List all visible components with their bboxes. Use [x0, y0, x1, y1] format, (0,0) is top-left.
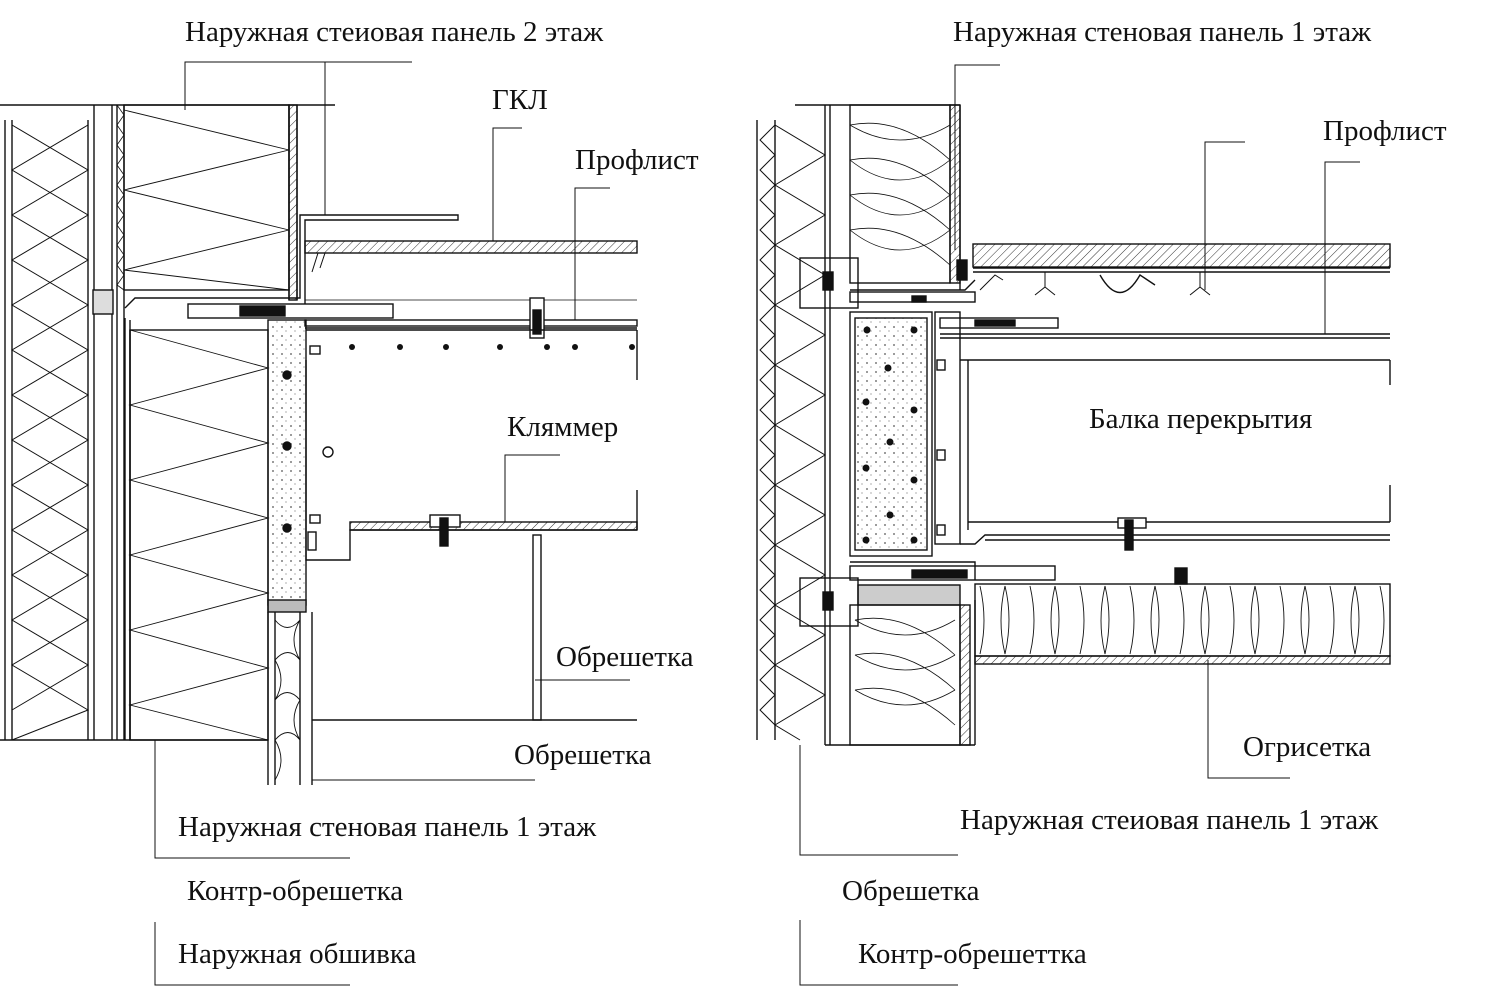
- left-profile-sheet: [304, 297, 638, 339]
- right-panel-lower: [825, 600, 976, 746]
- right-lower-flashing: [799, 561, 1188, 627]
- right-detail: [756, 64, 1391, 986]
- label-right-top-panel-1: Наружная стеновая панель 1 этаж: [953, 16, 1372, 48]
- label-left-proflist: Профлист: [575, 144, 699, 176]
- right-insulation: [974, 583, 1391, 665]
- right-leaders: [799, 64, 1360, 986]
- left-floor-beam: [267, 319, 638, 613]
- label-right-obreshetka: Обрешетка: [842, 875, 980, 907]
- label-right-bottom-panel-1: Наружная стеиовая панель 1 этаж: [960, 804, 1379, 836]
- left-counter-batten: [92, 104, 125, 740]
- right-beam-section: [849, 279, 976, 557]
- label-left-bottom-panel-1: Наружная стеновая панель 1 этаж: [178, 811, 597, 843]
- label-left-gkl: ГКЛ: [492, 84, 548, 116]
- left-battens: [267, 534, 637, 785]
- label-left-kontr-obreshetka: Контр-обрешетка: [187, 875, 404, 907]
- label-left-naruzhnaya-obshivka: Наружная обшивка: [178, 938, 417, 970]
- label-right-proflist: Профлист: [1323, 115, 1447, 147]
- left-panel-floor1: [0, 329, 270, 741]
- right-floor-deck: [972, 243, 1391, 296]
- label-right-ogrisetka: Огрисетка: [1243, 731, 1372, 763]
- left-clip: [429, 514, 461, 547]
- right-outer-cladding: [756, 105, 831, 745]
- label-left-klyammer: Кляммер: [507, 411, 619, 443]
- left-outer-cladding: [4, 120, 90, 741]
- left-gkl-board: [304, 240, 638, 254]
- label-left-obreshetka-2: Обрешетка: [514, 739, 652, 771]
- label-right-beam: Балка перекрытия: [1089, 403, 1313, 435]
- right-profile-beam: [939, 317, 1391, 551]
- left-leaders: [154, 61, 630, 986]
- label-left-top-panel-2: Наружная стеиовая панель 2 этаж: [185, 16, 604, 48]
- left-detail: [0, 61, 638, 986]
- left-panel-floor2: [123, 104, 298, 301]
- label-right-kontr-obreshettka: Контр-обрешеттка: [858, 938, 1087, 970]
- label-left-obreshetka-1: Обрешетка: [556, 641, 694, 673]
